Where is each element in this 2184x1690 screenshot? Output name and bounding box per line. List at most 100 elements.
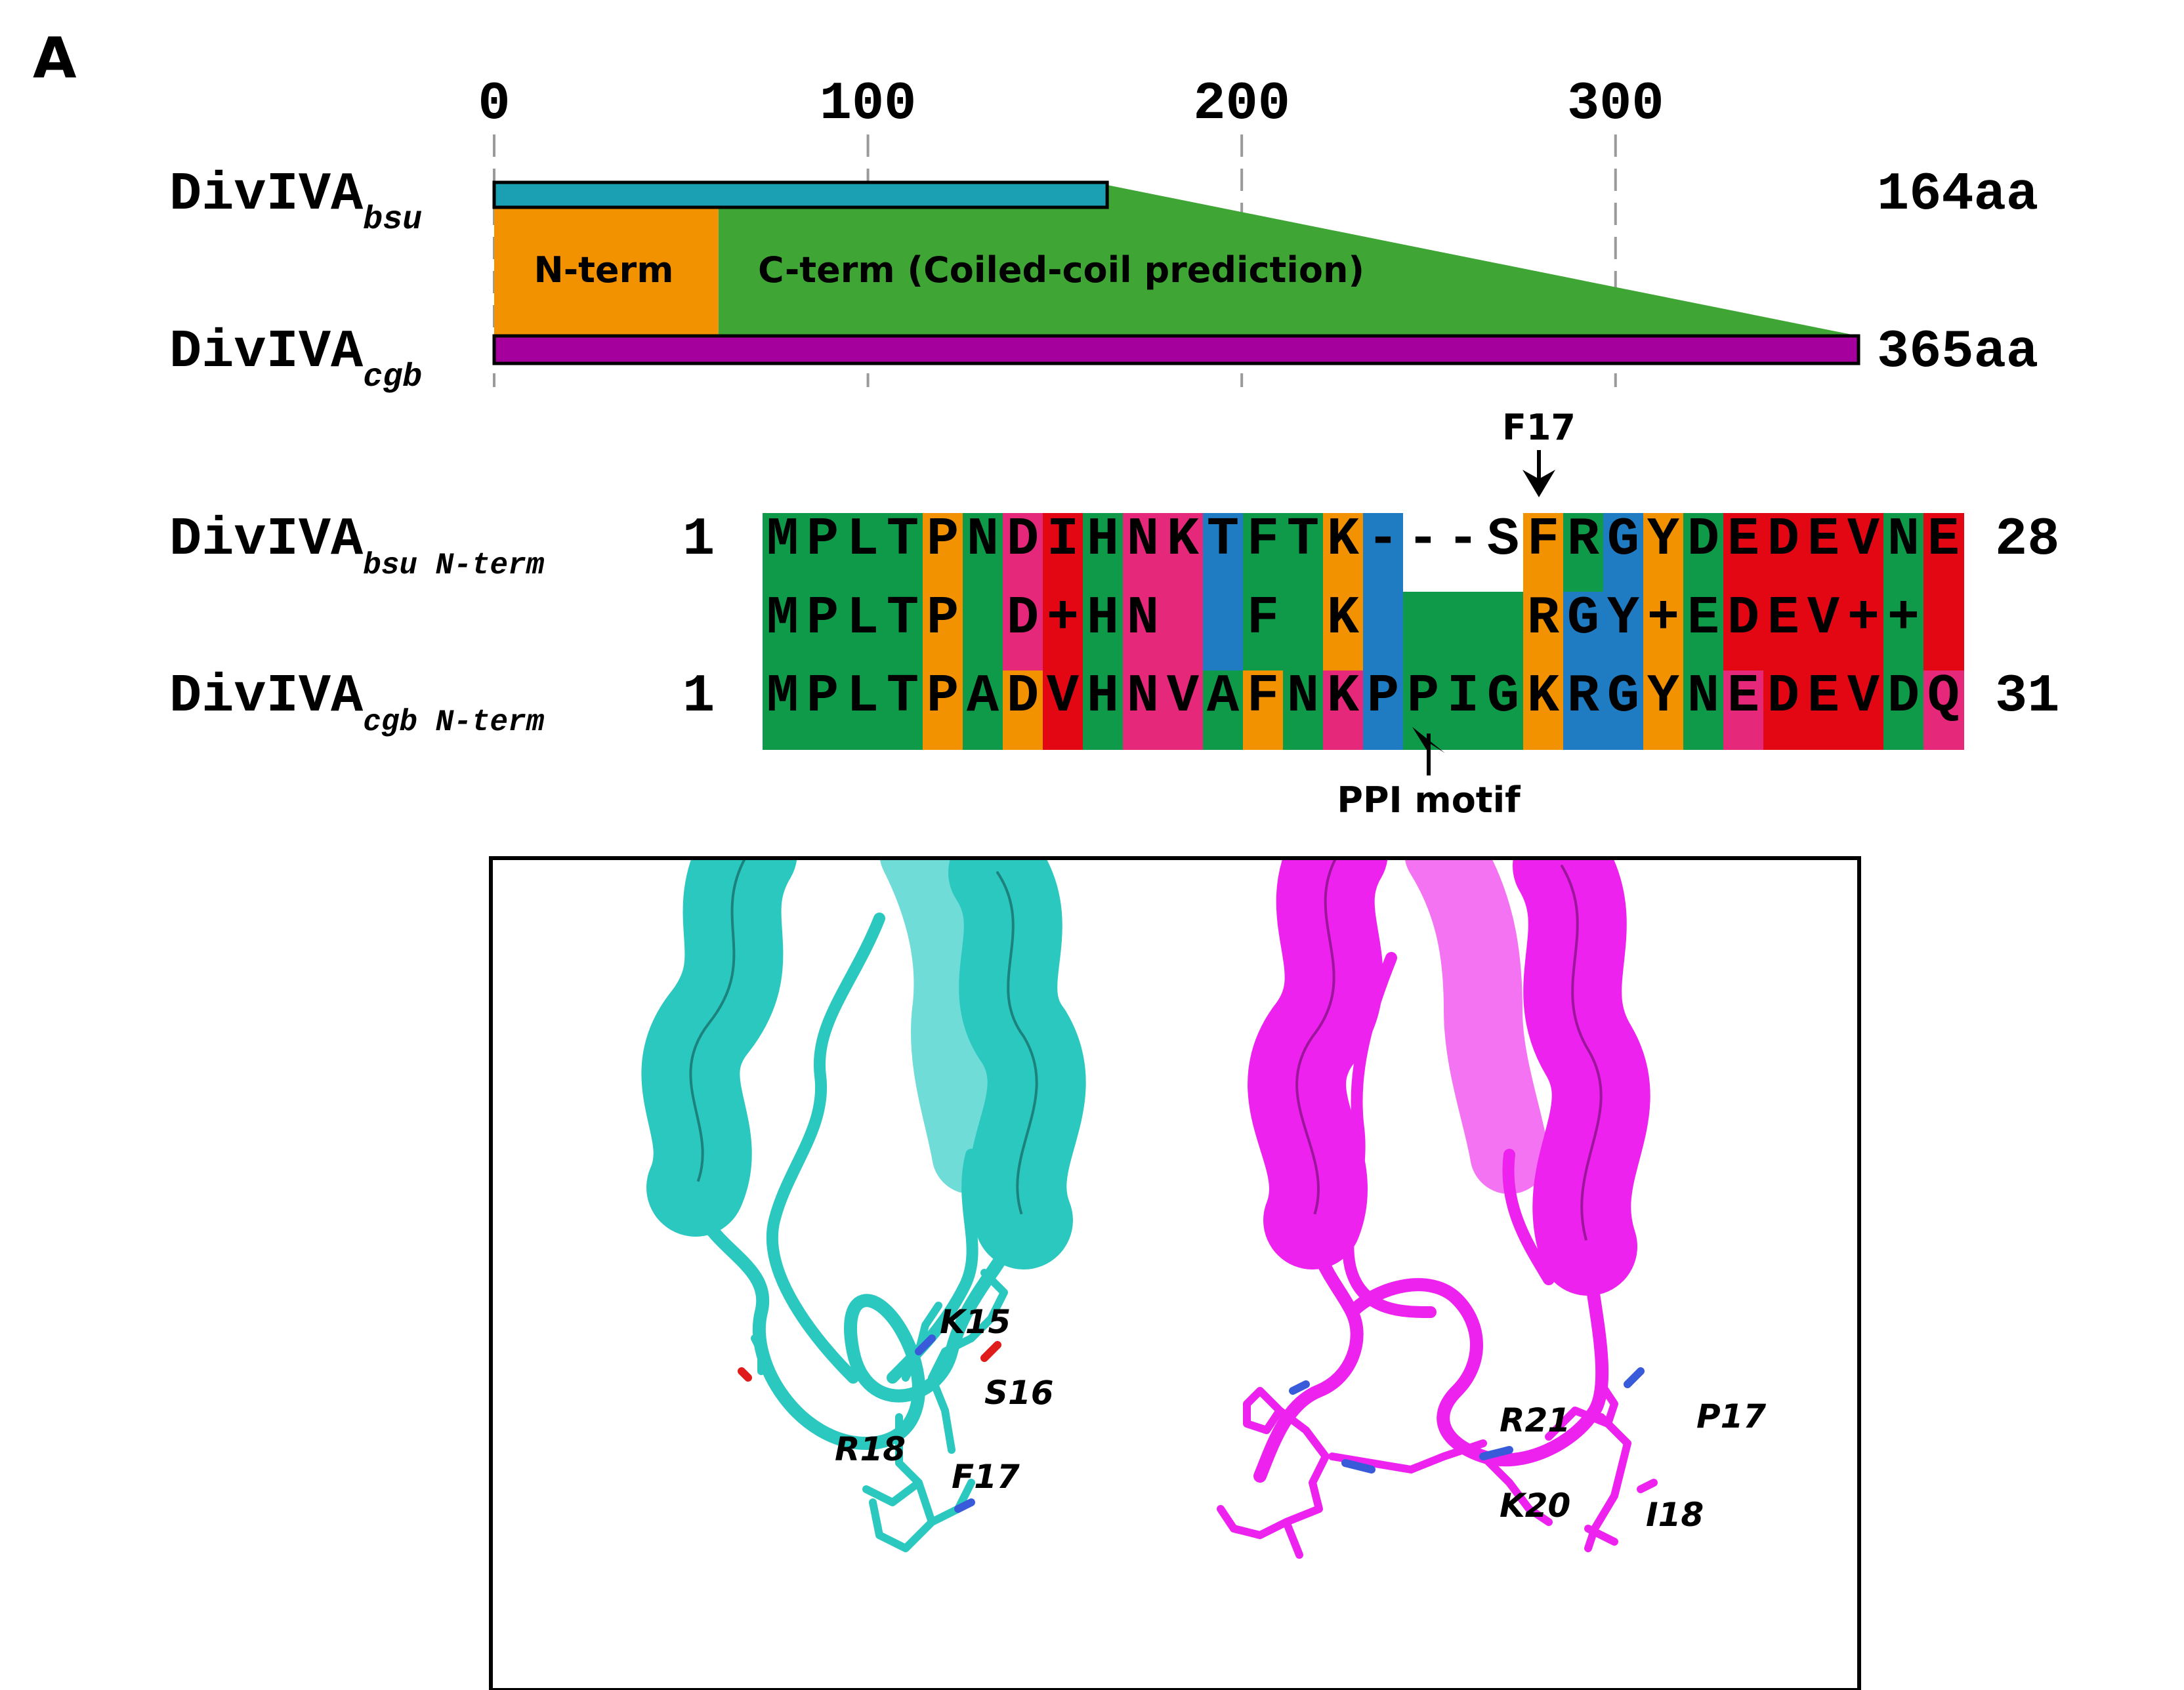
cterm-domain-label: C-term (Coiled-coil prediction) [758, 249, 1364, 291]
alignment-residue: E [1767, 588, 1799, 649]
alignment-cell [1843, 670, 1884, 750]
alignment-residue: + [1647, 588, 1679, 649]
alignment-cell [963, 592, 1003, 671]
alignment-cell [1083, 513, 1124, 592]
alignment-residue: N [967, 509, 999, 570]
alignment-residue: G [1607, 509, 1639, 570]
alignment-residue: R [1567, 666, 1600, 727]
alignment-cell [1483, 592, 1524, 671]
alignment-cell [1763, 513, 1804, 592]
alignment-cell [1923, 513, 1964, 592]
alignment-cell [1203, 670, 1244, 750]
protein-name-bsu: DivIVAbsu [169, 164, 422, 239]
alignment-residue: Y [1647, 509, 1680, 570]
cgb-loop-c [1502, 1149, 1555, 1285]
residue-label-r18: R18 [835, 1430, 906, 1468]
bsu-helix-left-edge [689, 860, 746, 1189]
alignment-residue: P [807, 666, 839, 727]
scale-tick-label: 300 [1567, 73, 1664, 134]
alignment-start-cgb: 1 [682, 666, 715, 727]
alignment-residue: T [887, 509, 919, 570]
alignment-residue: T [1207, 509, 1239, 570]
alignment-residue: V [1047, 666, 1080, 727]
alignment-label-cgb: DivIVAcgb N-term [169, 666, 545, 739]
alignment-cell [1923, 670, 1964, 750]
alignment-residue: A [967, 666, 999, 727]
residue-label-i18: I18 [1646, 1496, 1704, 1534]
alignment-residue: + [1047, 588, 1079, 649]
alignment-cell [1523, 513, 1564, 592]
alignment-cell [803, 670, 843, 750]
alignment-cell [1843, 513, 1884, 592]
alignment-cell [1563, 513, 1604, 592]
alignment-residue: F [1247, 666, 1279, 727]
alignment-residue: H [1087, 588, 1119, 649]
alignment-cell [803, 592, 843, 671]
alignment-residue: E [1687, 588, 1719, 649]
f17-arrow-head [1522, 470, 1555, 497]
alignment-label-bsu: DivIVAbsu N-term [169, 509, 545, 583]
alignment-residue: - [1367, 509, 1399, 570]
residue-label-s16: S16 [984, 1374, 1054, 1412]
alignment-residue: R [1527, 588, 1560, 649]
alignment-residue: P [927, 509, 959, 570]
alignment-cell [1043, 592, 1083, 671]
protein-bar-cgb [492, 334, 1860, 365]
ppi-motif-label: PPI motif [1337, 779, 1521, 821]
cgb-helix-right-edge [1561, 865, 1603, 1248]
alignment-residue: T [1287, 509, 1319, 570]
alignment-cell [1203, 592, 1244, 671]
alignment-residue: H [1087, 509, 1119, 570]
cgb-helix-left-edge [1295, 860, 1337, 1222]
panel-label: A [33, 26, 77, 91]
alignment-cell [1243, 592, 1284, 671]
alignment-residue: Q [1927, 666, 1960, 727]
alignment-residue: N [1687, 666, 1719, 727]
alignment-cell [1163, 513, 1204, 592]
alignment-cell [1243, 513, 1284, 592]
alignment-residue: G [1567, 588, 1599, 649]
alignment-residue: V [1847, 666, 1880, 727]
alignment-cell [843, 592, 883, 671]
bsu-sidechain-n [915, 1334, 975, 1513]
alignment-residue: M [766, 666, 799, 727]
alignment-residue: F [1527, 509, 1559, 570]
sequence-alignment: DivIVAbsu N-term DivIVAcgb N-term 1 1 28… [169, 407, 2059, 821]
alignment-cell [1003, 670, 1043, 750]
bsu-helix-back [880, 860, 1011, 1194]
alignment-cell [1883, 513, 1924, 592]
cgb-helix-right [1513, 860, 1650, 1296]
alignment-cell [843, 670, 883, 750]
alignment-cells [763, 513, 1964, 750]
alignment-residue: D [1007, 588, 1039, 649]
alignment-cell [1803, 513, 1844, 592]
alignment-start-bsu: 1 [682, 509, 715, 570]
alignment-cell [1043, 670, 1083, 750]
alignment-cell [803, 513, 843, 592]
alignment-cell [1443, 513, 1484, 592]
alignment-residue: D [1687, 509, 1719, 570]
alignment-cell [1923, 592, 1964, 671]
length-label-bsu: 164aa [1877, 164, 2038, 225]
bsu-helix-right [948, 860, 1086, 1269]
alignment-cell [1403, 592, 1444, 671]
alignment-residue: N [1127, 509, 1159, 570]
alignment-cell [1363, 670, 1404, 750]
residue-label-k15: K15 [940, 1303, 1011, 1341]
alignment-residue: P [807, 509, 839, 570]
alignment-cell [1323, 513, 1364, 592]
cgb-loop-b [1342, 952, 1437, 1318]
bsu-loop-a [689, 1181, 1030, 1450]
alignment-cell [923, 670, 963, 750]
alignment-residue: I [1447, 666, 1479, 727]
alignment-residue: G [1487, 666, 1519, 727]
alignment-cell [1243, 670, 1284, 750]
alignment-cell [1283, 592, 1324, 671]
alignment-cell [1363, 592, 1404, 671]
alignment-cell [1723, 513, 1764, 592]
alignment-residue: L [847, 666, 879, 727]
nterm-domain-label: N-term [534, 249, 674, 291]
alignment-cell [883, 513, 923, 592]
